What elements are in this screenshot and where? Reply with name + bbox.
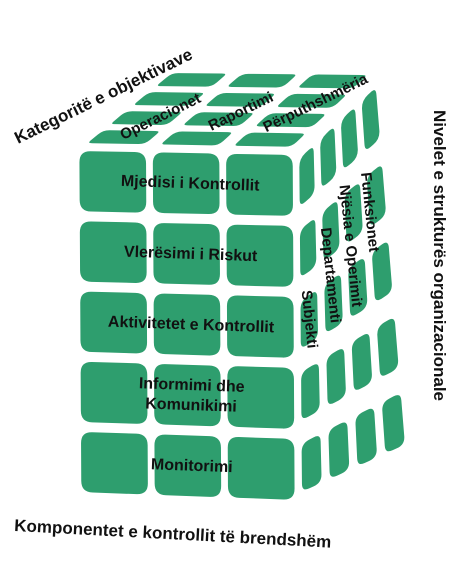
front-tile	[77, 149, 148, 215]
top-tile	[156, 71, 227, 89]
top-tile	[227, 72, 297, 89]
front-tile	[225, 364, 296, 431]
top-tile	[87, 128, 160, 146]
front-face	[77, 149, 297, 501]
front-tile	[78, 290, 149, 355]
front-tile	[79, 430, 150, 496]
side-tile	[327, 421, 351, 479]
component-label-line: Monitorimi	[151, 456, 233, 476]
component-label-line: Informimi dhe	[139, 375, 245, 396]
side-tile	[354, 407, 379, 466]
top-tile	[205, 91, 276, 109]
component-label-line: Mjedisi i Kontrollit	[121, 173, 261, 195]
side-tile	[300, 434, 323, 491]
front-tile	[151, 151, 222, 216]
front-tile	[224, 152, 295, 218]
side-tile	[343, 182, 364, 243]
side-face	[297, 88, 406, 491]
top-tile	[276, 92, 347, 110]
component-label: Vlerësimi i Riskut	[124, 244, 259, 266]
front-tile	[225, 223, 295, 289]
side-tile	[346, 257, 369, 318]
top-tile	[160, 129, 233, 147]
front-tile	[226, 435, 297, 501]
side-tile	[318, 127, 338, 188]
component-label: Monitorimi	[151, 456, 233, 476]
side-tile	[339, 108, 360, 169]
side-tile	[299, 362, 322, 420]
front-tile	[79, 360, 149, 426]
top-tile	[183, 110, 255, 128]
top-tile	[297, 73, 367, 90]
side-tile	[325, 347, 348, 406]
component-label: Mjedisi i Kontrollit	[121, 173, 261, 195]
component-label-line: Aktivitetet e Kontrollit	[108, 314, 275, 337]
organizational-levels-label: Nivelet e strukturës organizacionale	[430, 110, 449, 401]
top-tile	[255, 111, 326, 129]
top-tile	[133, 90, 205, 108]
side-tile	[365, 164, 388, 227]
organizational-level-label: Subjekti	[298, 289, 321, 349]
front-tile	[152, 362, 223, 428]
component-label: Informimi dheKomunikimi	[138, 375, 245, 416]
front-tile	[225, 294, 296, 360]
top-tile	[110, 109, 183, 127]
side-tile	[297, 146, 317, 206]
organizational-level-label-line: Subjekti	[298, 289, 321, 349]
side-tile	[299, 290, 320, 349]
side-tile	[360, 88, 381, 151]
side-tile	[375, 317, 400, 378]
internal-control-components-label: Komponentet e kontrollit të brendshëm	[14, 516, 332, 552]
component-label-line: Komunikimi	[145, 396, 237, 416]
side-tile	[380, 393, 406, 453]
side-tile	[350, 332, 374, 392]
top-tile	[234, 131, 306, 149]
component-label: Aktivitetet e Kontrollit	[108, 314, 275, 337]
front-tile	[152, 433, 223, 499]
side-tile	[298, 218, 318, 277]
front-tile	[151, 221, 222, 287]
component-label-line: Vlerësimi i Riskut	[124, 244, 259, 266]
top-face	[87, 71, 367, 149]
side-tile	[370, 241, 394, 302]
side-tile	[320, 200, 341, 260]
front-tile	[152, 292, 222, 357]
front-tile	[78, 219, 149, 285]
side-tile	[322, 274, 345, 333]
